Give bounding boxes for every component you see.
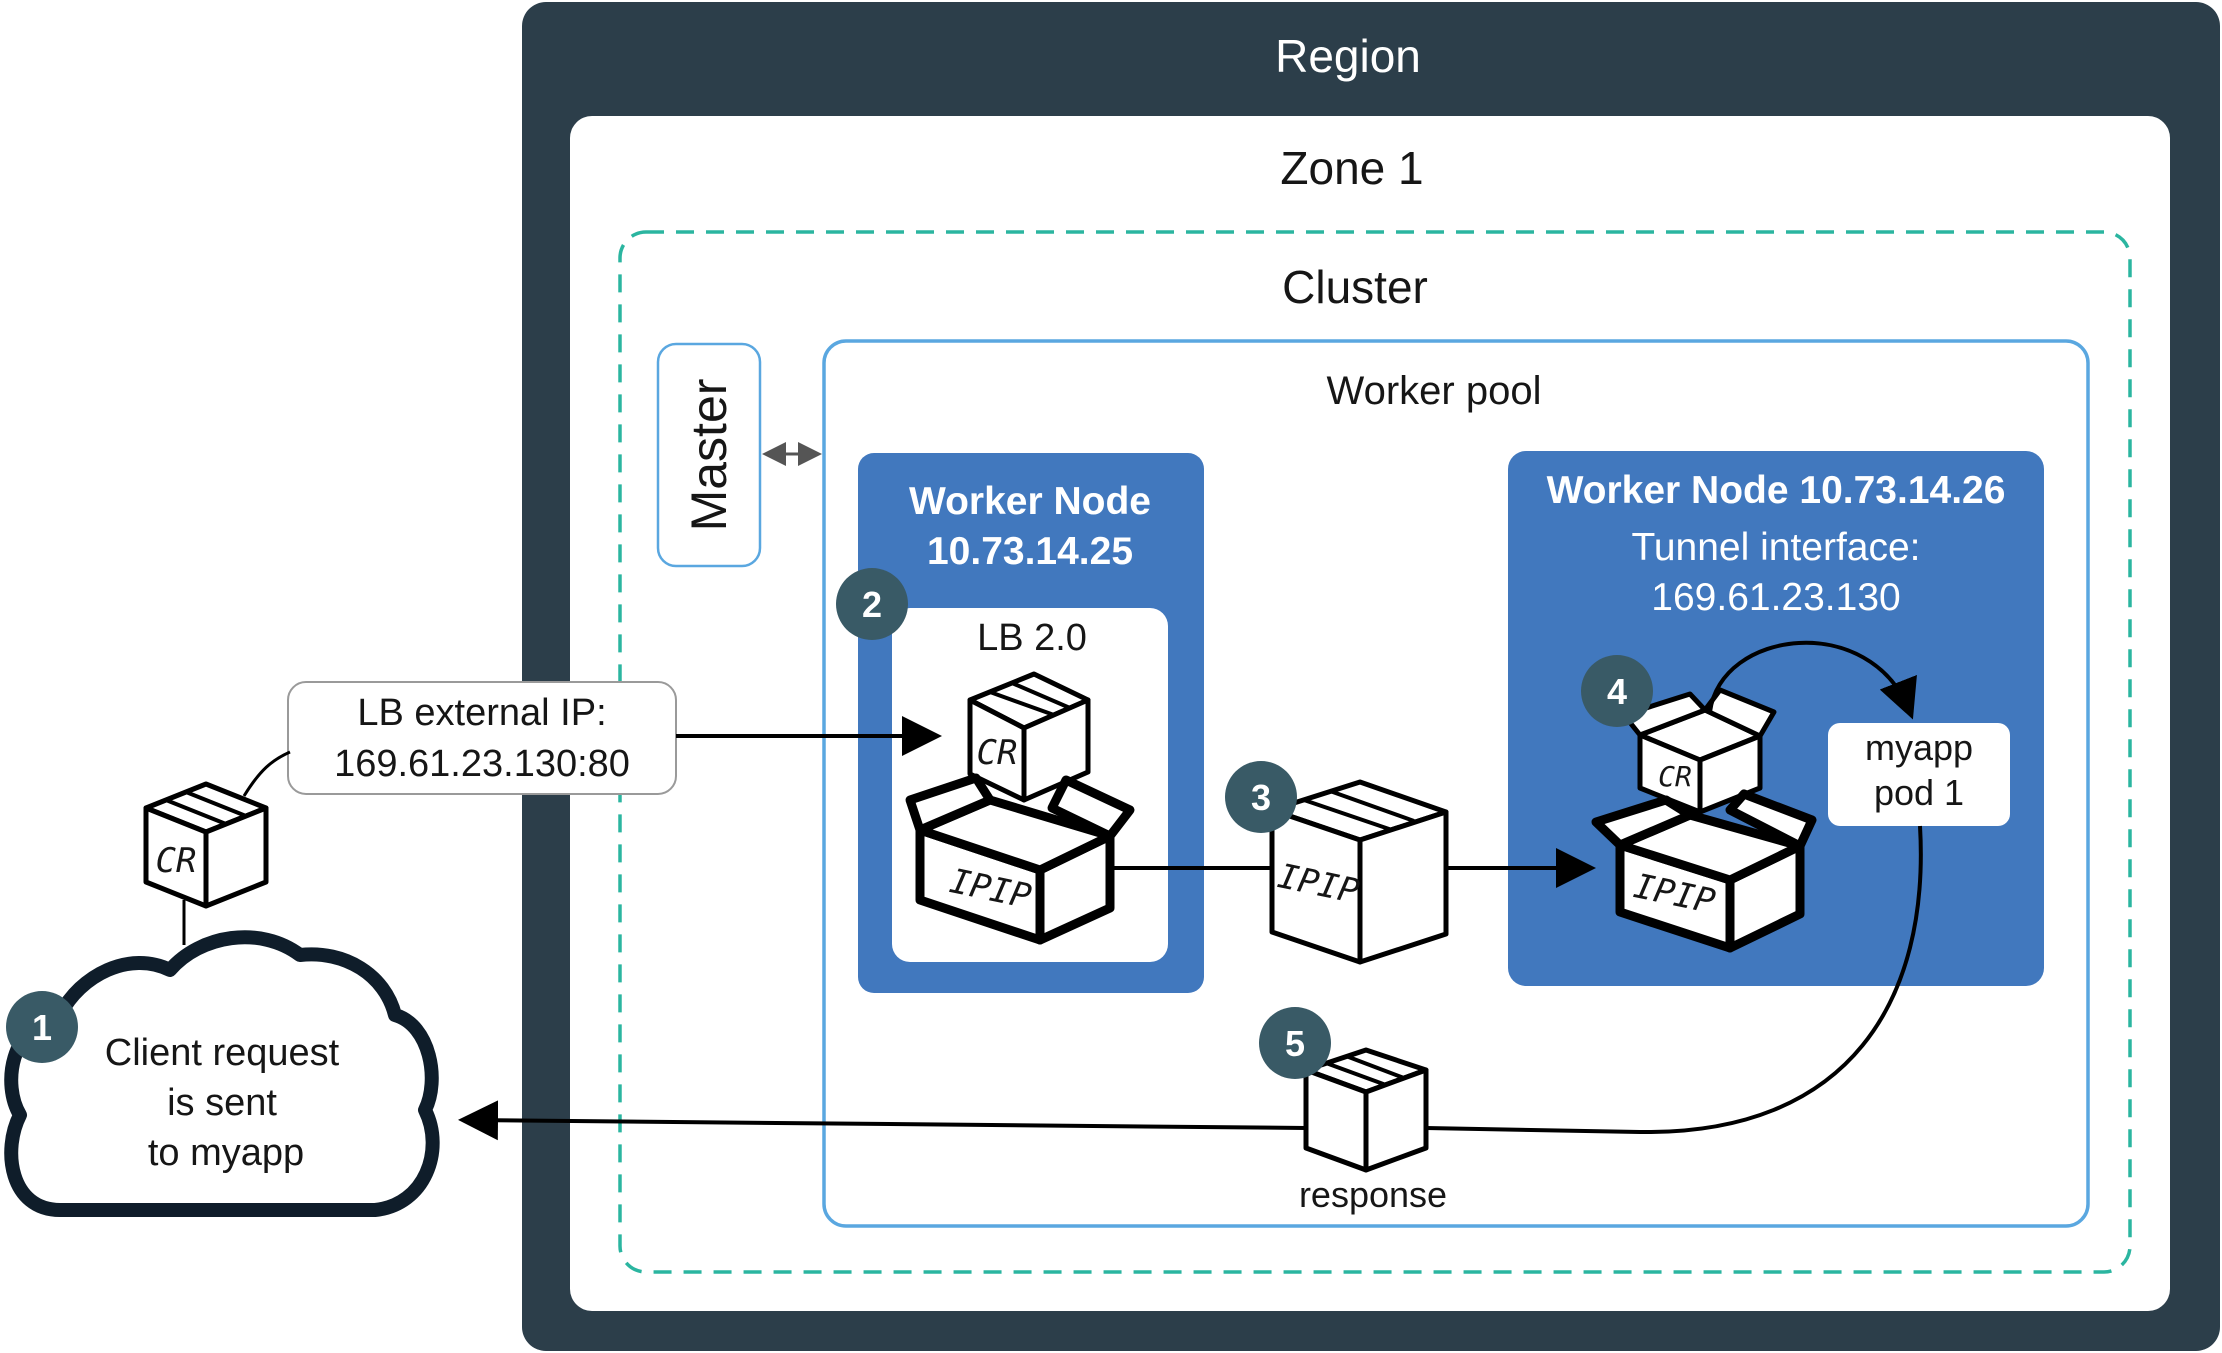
lb-external-ip-line1: LB external IP:	[357, 692, 606, 734]
client-cr-to-ip-link	[242, 750, 291, 797]
svg-text:2: 2	[862, 584, 882, 625]
client-line1: Client request	[105, 1032, 340, 1074]
transit-ipip-packet-icon: IPIP	[1269, 779, 1449, 965]
client-cr-packet-icon: CR	[143, 781, 269, 909]
worker-node-2-title: Worker Node 10.73.14.26	[1547, 469, 2006, 512]
node2-cr-packet-icon: CR	[1621, 687, 1777, 815]
svg-text:3: 3	[1251, 777, 1271, 818]
region-title: Region	[1275, 30, 1421, 82]
svg-text:1: 1	[32, 1007, 52, 1048]
cluster-boundary	[618, 230, 2132, 1274]
myapp-pod-box	[1828, 723, 2010, 826]
lb-ipip-packet-icon: IPIP	[905, 773, 1135, 945]
zone-title: Zone 1	[1280, 142, 1423, 194]
worker-pool-title: Worker pool	[1327, 369, 1542, 413]
node2-ipip-packet-icon: IPIP	[1591, 789, 1817, 953]
step-badge-5: 5	[1259, 1007, 1331, 1079]
client-cr-text: CR	[156, 841, 197, 881]
client-line3: to myapp	[148, 1132, 304, 1174]
cluster-title: Cluster	[1282, 261, 1428, 313]
node2-cr-text: CR	[1658, 760, 1692, 793]
step-badge-1: 1	[6, 991, 78, 1063]
step-badge-3: 3	[1225, 761, 1297, 833]
client-cloud-icon	[4, 930, 440, 1217]
lb-cr-packet-icon: CR	[967, 671, 1091, 803]
tunnel-interface-ip: 169.61.23.130	[1651, 576, 1900, 619]
myapp-pod-line2: pod 1	[1874, 772, 1964, 813]
tunnel-interface-label: Tunnel interface:	[1631, 526, 1920, 569]
client-line2: is sent	[167, 1082, 277, 1124]
lb-label: LB 2.0	[977, 617, 1087, 659]
svg-text:5: 5	[1285, 1023, 1305, 1064]
step-badge-2: 2	[836, 568, 908, 640]
response-packet-icon	[1303, 1047, 1429, 1173]
response-to-client-arrow	[458, 1100, 1307, 1141]
myapp-pod-line1: myapp	[1865, 727, 1973, 768]
pod-to-response-path	[1425, 825, 1923, 1135]
svg-text:4: 4	[1607, 671, 1627, 712]
lb-cr-text: CR	[977, 733, 1018, 773]
step-badge-4: 4	[1581, 655, 1653, 727]
response-label: response	[1299, 1174, 1447, 1215]
decap-to-pod-arrow	[1708, 640, 1917, 720]
worker-node-1-ip: 10.73.14.25	[927, 530, 1133, 573]
master-box	[656, 342, 762, 568]
worker-node-1-title: Worker Node	[909, 480, 1151, 523]
lb-external-ip-line2: 169.61.23.130:80	[334, 743, 630, 785]
master-label: Master	[681, 379, 737, 532]
